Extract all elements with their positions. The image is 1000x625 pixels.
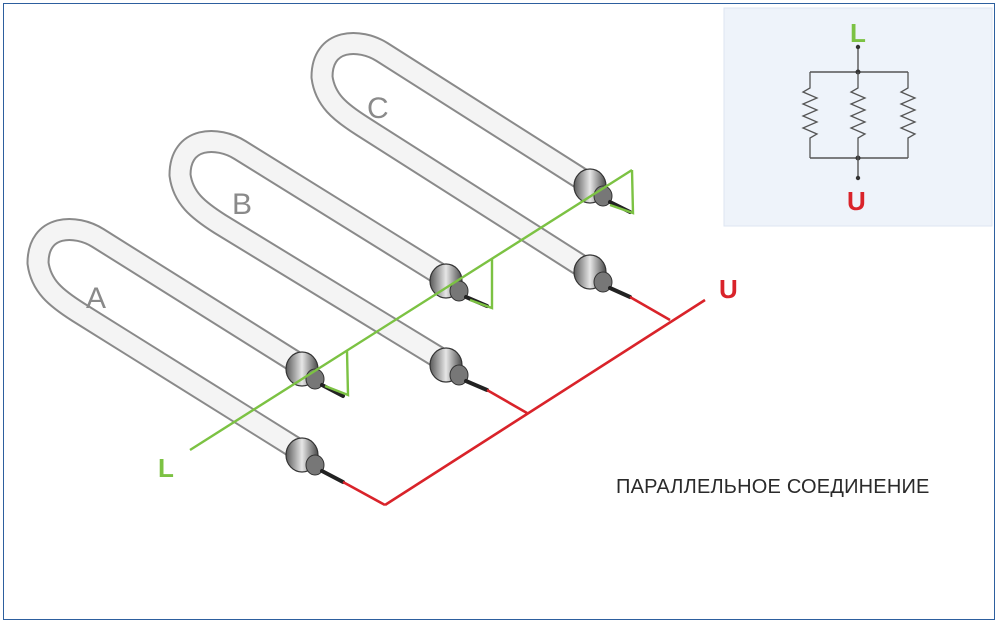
element-label-a: A: [86, 282, 106, 315]
live-wire: [189, 168, 635, 452]
terminal-c-bottom: [573, 254, 632, 299]
return-wire: [342, 295, 706, 507]
inset-top-label: L: [850, 18, 866, 48]
terminal-b-bottom: [429, 347, 489, 392]
inset-bottom-label: U: [847, 186, 866, 216]
inset-schematic: L U: [723, 7, 993, 227]
element-label-b: B: [232, 188, 252, 221]
inset-resistor-2: [849, 72, 867, 158]
inset-resistor-3: [899, 72, 917, 158]
diagram-frame: [3, 3, 995, 620]
return-wire-label: U: [719, 274, 738, 304]
inset-resistor-1: [801, 72, 819, 158]
diagram-caption: ПАРАЛЛЕЛЬНОЕ СОЕДИНЕНИЕ: [616, 476, 930, 498]
heating-element-c: [310, 32, 632, 299]
heating-element-b: [168, 130, 489, 392]
heating-element-a: [26, 218, 345, 484]
terminal-a-bottom: [285, 437, 345, 484]
terminal-b-top: [429, 263, 489, 308]
element-label-c: C: [367, 92, 389, 125]
live-wire-label: L: [158, 453, 174, 483]
